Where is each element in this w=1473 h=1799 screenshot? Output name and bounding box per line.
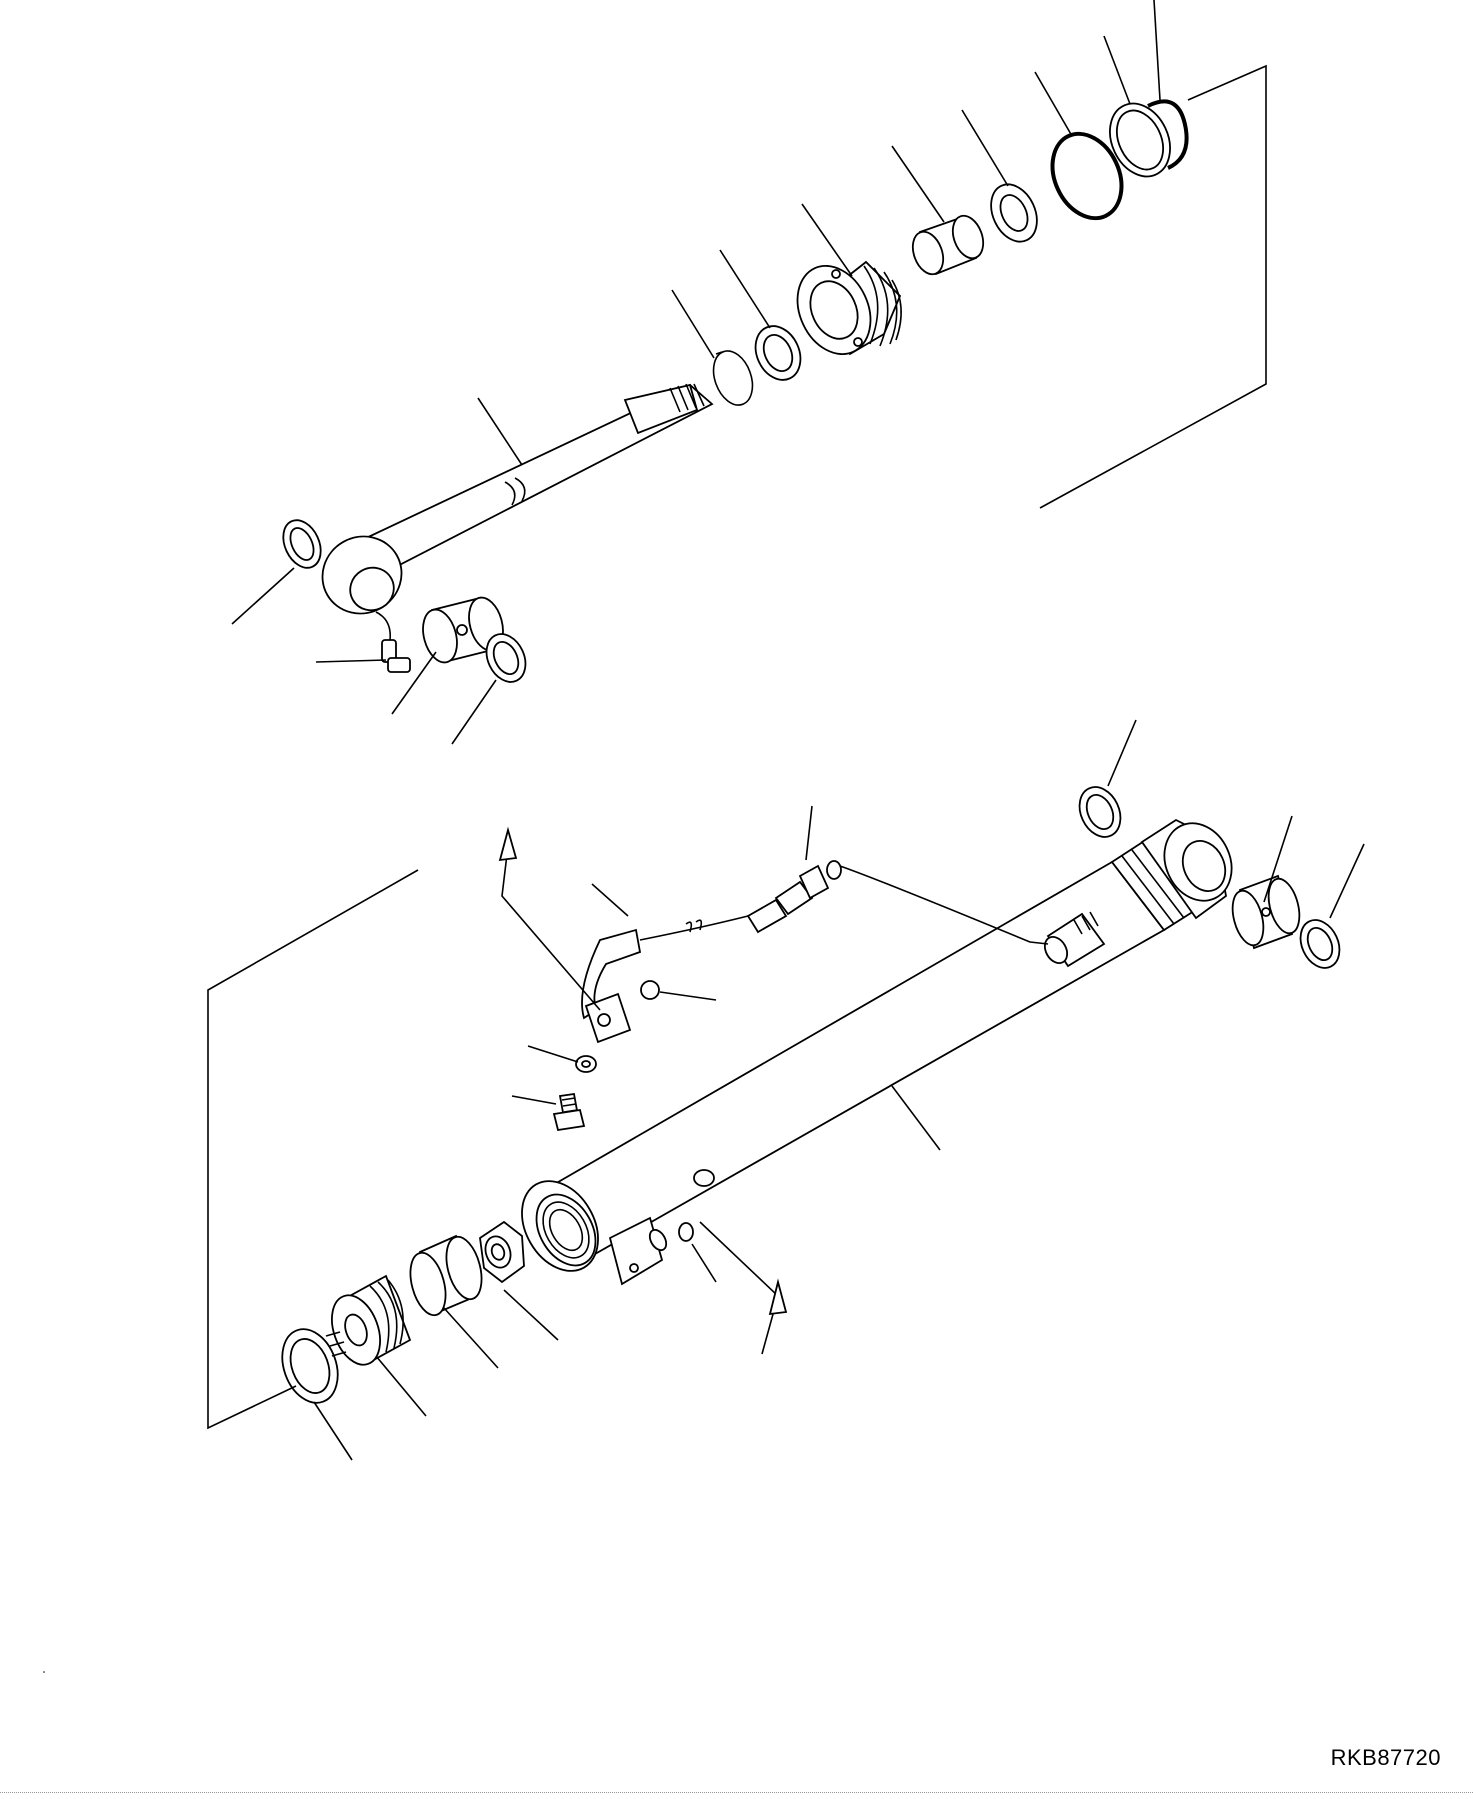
rod-seal bbox=[982, 177, 1045, 249]
wear-ring bbox=[273, 1321, 348, 1410]
flow-arrow-upper bbox=[500, 830, 600, 1010]
dust-seal-rod-right bbox=[479, 628, 533, 689]
snap-ring bbox=[707, 346, 760, 411]
backup-ring-head bbox=[1099, 94, 1182, 187]
sensor-connector bbox=[748, 866, 828, 932]
wiring-harness bbox=[582, 916, 748, 1042]
leader-lines-upper bbox=[232, 0, 1160, 744]
cylinder-tube bbox=[507, 836, 1202, 1285]
flow-arrow-lower bbox=[700, 1222, 786, 1354]
washer bbox=[576, 1056, 596, 1072]
bushing-head bbox=[907, 212, 988, 279]
assembly-bracket-upper bbox=[1040, 66, 1266, 508]
dust-seal-bottom-right bbox=[1293, 914, 1347, 975]
cylinder-bottom-eye bbox=[1142, 812, 1244, 918]
snap-ring-head bbox=[1148, 101, 1187, 168]
bushing-bottom bbox=[1227, 875, 1305, 948]
piston-rod bbox=[308, 384, 712, 628]
piston bbox=[323, 1276, 410, 1371]
backup-ring bbox=[747, 319, 809, 388]
grease-fitting-rod bbox=[376, 612, 410, 672]
stray-mark bbox=[43, 1671, 45, 1673]
drawing-code-label: RKB87720 bbox=[1330, 1745, 1441, 1770]
piston-rod-assembly bbox=[232, 0, 1266, 744]
dust-seal-rod-left bbox=[276, 514, 328, 574]
spacer bbox=[404, 1233, 487, 1319]
bolt bbox=[554, 1094, 584, 1130]
cylinder-head bbox=[784, 254, 901, 366]
tube-mounting-boss bbox=[610, 1170, 714, 1284]
tube-port-o-ring bbox=[679, 1223, 693, 1241]
clamp-o-ring bbox=[641, 981, 659, 999]
assembly-bracket-lower bbox=[208, 870, 418, 1428]
footer-dotted-rule bbox=[0, 1792, 1473, 1793]
piston-nut bbox=[480, 1222, 524, 1282]
cylinder-tube-assembly bbox=[208, 720, 1364, 1460]
o-ring-head bbox=[1039, 123, 1134, 230]
sensor-o-ring bbox=[827, 861, 841, 879]
leader-lines-lower bbox=[314, 720, 1364, 1460]
sensor-port bbox=[1040, 912, 1104, 967]
dust-seal-bottom-left bbox=[1072, 780, 1128, 843]
